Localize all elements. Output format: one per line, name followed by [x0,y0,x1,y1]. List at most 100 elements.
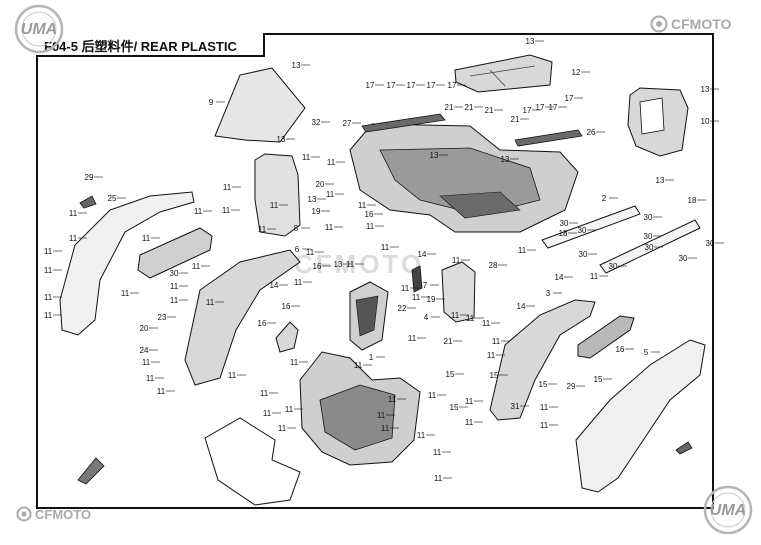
callout-14: 14 [517,302,526,311]
callout-17: 17 [427,81,436,90]
callout-11: 11 [354,361,363,370]
part-31-mat [204,417,301,506]
part-5-step-panel [577,315,635,359]
part-25-left-fender [59,191,195,336]
callout-11: 11 [44,293,53,302]
callout-15: 15 [594,375,603,384]
callout-5: 5 [644,348,649,357]
callout-14: 14 [418,250,427,259]
callout-29: 29 [567,382,576,391]
callout-22: 22 [398,304,407,313]
callout-11: 11 [366,222,375,231]
callout-30: 30 [679,254,688,263]
callout-11: 11 [377,411,386,420]
part-6-step-panel [137,227,213,279]
callout-19: 19 [312,207,321,216]
callout-11: 11 [69,234,78,243]
callout-26: 26 [587,128,596,137]
callout-13: 13 [656,176,665,185]
title-box [36,33,265,57]
callout-21: 21 [511,115,520,124]
callout-11: 11 [434,474,443,483]
callout-11: 11 [285,405,294,414]
callout-11: 11 [482,319,491,328]
callout-11: 11 [306,248,315,257]
callout-15: 15 [446,370,455,379]
part-18-strip-left [541,205,641,249]
callout-2: 2 [602,194,607,203]
callout-25: 25 [108,194,117,203]
callout-13: 13 [292,61,301,70]
cfmoto-logo-text: CFMOTO [671,16,732,32]
part-24-right-fender [575,339,706,493]
callout-11: 11 [451,311,460,320]
part-29-clip [79,195,97,209]
callout-11: 11 [401,284,410,293]
part-18-strip-right [599,219,701,274]
uma-logo-top-left: UMA [14,4,64,54]
callout-7: 7 [423,281,428,290]
callout-11: 11 [381,424,390,433]
front-arrow-icon [77,457,105,485]
callout-11: 11 [433,448,442,457]
callout-11: 11 [302,153,311,162]
part-10-window [639,97,665,135]
part-29-clip-b [675,441,693,455]
cfmoto-logo-text: CFMOTO [35,507,91,522]
callout-12: 12 [572,68,581,77]
callout-11: 11 [428,391,437,400]
callout-11: 11 [346,260,355,269]
callout-14: 14 [270,281,279,290]
callout-11: 11 [270,201,279,210]
callout-23: 23 [158,313,167,322]
callout-11: 11 [194,207,203,216]
callout-28: 28 [489,261,498,270]
callout-11: 11 [157,387,166,396]
callout-11: 11 [465,397,474,406]
part-1-inner [319,384,396,451]
callout-8: 8 [294,224,299,233]
callout-11: 11 [466,314,475,323]
callout-11: 11 [412,293,421,302]
part-7-bracket [441,261,476,323]
callout-13: 13 [277,135,286,144]
cfmoto-logo-top-right: CFMOTO [650,15,732,33]
callout-30: 30 [706,239,715,248]
callout-24: 24 [140,346,149,355]
part-12-ridge [469,65,536,87]
part-3-right-side-panel [489,299,596,421]
callout-14: 14 [555,273,564,282]
callout-11: 11 [278,424,287,433]
callout-21: 21 [485,106,494,115]
callout-11: 11 [408,334,417,343]
callout-29: 29 [85,173,94,182]
callout-27: 27 [343,119,352,128]
callout-13: 13 [501,155,510,164]
part-2-detail [439,191,521,219]
drawing-frame [36,33,714,509]
callout-30: 30 [609,262,618,271]
callout-11: 11 [206,298,215,307]
callout-20: 20 [140,324,149,333]
callout-4: 4 [424,313,429,322]
callout-16: 16 [282,302,291,311]
callout-11: 11 [222,206,231,215]
part-23-stripe [355,295,379,337]
callout-11: 11 [540,421,549,430]
callout-15: 15 [539,380,548,389]
callout-15: 15 [490,371,499,380]
callout-3: 3 [546,289,551,298]
callout-17: 17 [549,103,558,112]
callout-11: 11 [381,243,390,252]
callout-30: 30 [578,226,587,235]
part-4-left-side-panel [184,249,301,386]
callout-11: 11 [121,289,130,298]
callout-11: 11 [69,209,78,218]
uma-logo-bottom-right: UMA [703,485,753,535]
callout-21: 21 [445,103,454,112]
callout-16: 16 [616,345,625,354]
callout-11: 11 [590,272,599,281]
part-27-rail [361,113,446,133]
